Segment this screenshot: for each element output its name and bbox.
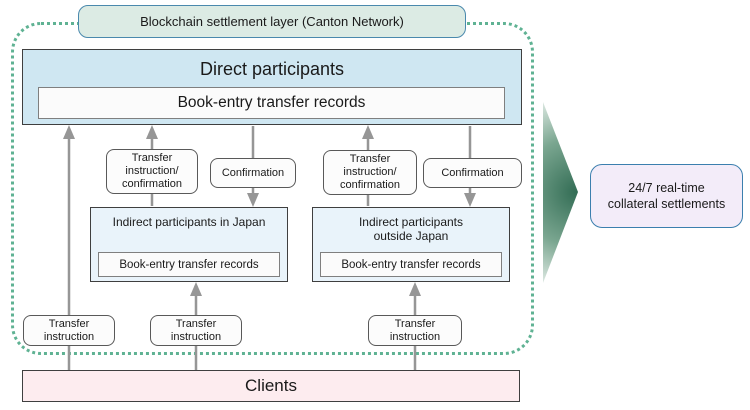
japan-book-entry-records: Book-entry transfer records bbox=[98, 252, 280, 277]
transfer-instruction-confirmation-label-right: Transfer instruction/ confirmation bbox=[323, 150, 417, 195]
clients-box: Clients bbox=[22, 370, 520, 402]
direct-participants-box: Direct participants Book-entry transfer … bbox=[22, 49, 522, 125]
transfer-instruction-label-2: Transfer instruction bbox=[150, 315, 242, 346]
clients-title: Clients bbox=[245, 376, 297, 395]
indirect-participants-japan-title: Indirect participants in Japan bbox=[112, 215, 266, 229]
indirect-participants-japan-box: Indirect participants in Japan Book-entr… bbox=[90, 207, 288, 282]
direct-book-entry-records: Book-entry transfer records bbox=[38, 87, 505, 119]
outcome-box: 24/7 real-time collateral settlements bbox=[590, 164, 743, 228]
blockchain-layer-label: Blockchain settlement layer (Canton Netw… bbox=[78, 5, 466, 38]
outside-book-entry-records: Book-entry transfer records bbox=[320, 252, 502, 277]
transfer-instruction-label-1: Transfer instruction bbox=[23, 315, 115, 346]
direct-book-entry-records-text: Book-entry transfer records bbox=[177, 94, 366, 111]
confirmation-label-right: Confirmation bbox=[423, 158, 522, 188]
transfer-instruction-label-3: Transfer instruction bbox=[368, 315, 462, 346]
direct-participants-title: Direct participants bbox=[199, 59, 345, 79]
japan-book-entry-records-text: Book-entry transfer records bbox=[119, 258, 259, 271]
outside-book-entry-records-text: Book-entry transfer records bbox=[341, 258, 481, 271]
transfer-instruction-confirmation-label-left: Transfer instruction/ confirmation bbox=[106, 149, 198, 194]
indirect-participants-outside-title: Indirect participants outside Japan bbox=[358, 215, 464, 243]
confirmation-label-left: Confirmation bbox=[210, 158, 296, 188]
indirect-participants-outside-box: Indirect participants outside Japan Book… bbox=[312, 207, 510, 282]
blockchain-layer-label-text: Blockchain settlement layer (Canton Netw… bbox=[140, 14, 404, 29]
